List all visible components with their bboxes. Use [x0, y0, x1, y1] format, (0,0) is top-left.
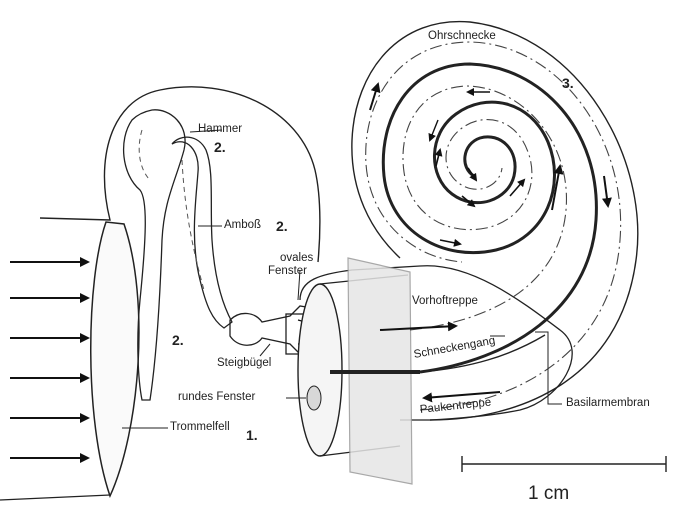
cochlea-flow-arrows [370, 84, 608, 244]
label-trommelfell: Trommelfell [170, 422, 230, 434]
label-steigbuegel: Steigbügel [217, 358, 271, 370]
scale-bar [462, 456, 666, 472]
lower-outline [0, 495, 110, 500]
marker-2-lower: 2. [172, 333, 184, 347]
marker-3: 3. [562, 76, 574, 90]
label-ohrschnecke: Ohrschnecke [428, 31, 496, 43]
marker-2-hammer: 2. [214, 140, 226, 154]
label-hammer: Hammer [198, 124, 242, 136]
sound-wave-arrows [10, 262, 88, 458]
label-rundes-fenster: rundes Fenster [178, 392, 255, 404]
label-amboss: Amboß [224, 220, 261, 232]
marker-2-amboss: 2. [276, 219, 288, 233]
label-ovales: ovales [280, 253, 313, 265]
label-basilarmembran: Basilarmembran [566, 398, 650, 410]
label-vorhoftreppe: Vorhoftreppe [412, 296, 478, 308]
spiral-dashed [403, 86, 567, 330]
spiral-thick [383, 64, 596, 372]
eardrum-shape [91, 222, 139, 496]
round-window [307, 386, 321, 410]
anvil-shape [172, 137, 232, 328]
scale-label: 1 cm [528, 484, 569, 503]
marker-1: 1. [246, 428, 258, 442]
label-fenster: Fenster [268, 266, 307, 278]
middle-ear-outline [40, 87, 320, 262]
